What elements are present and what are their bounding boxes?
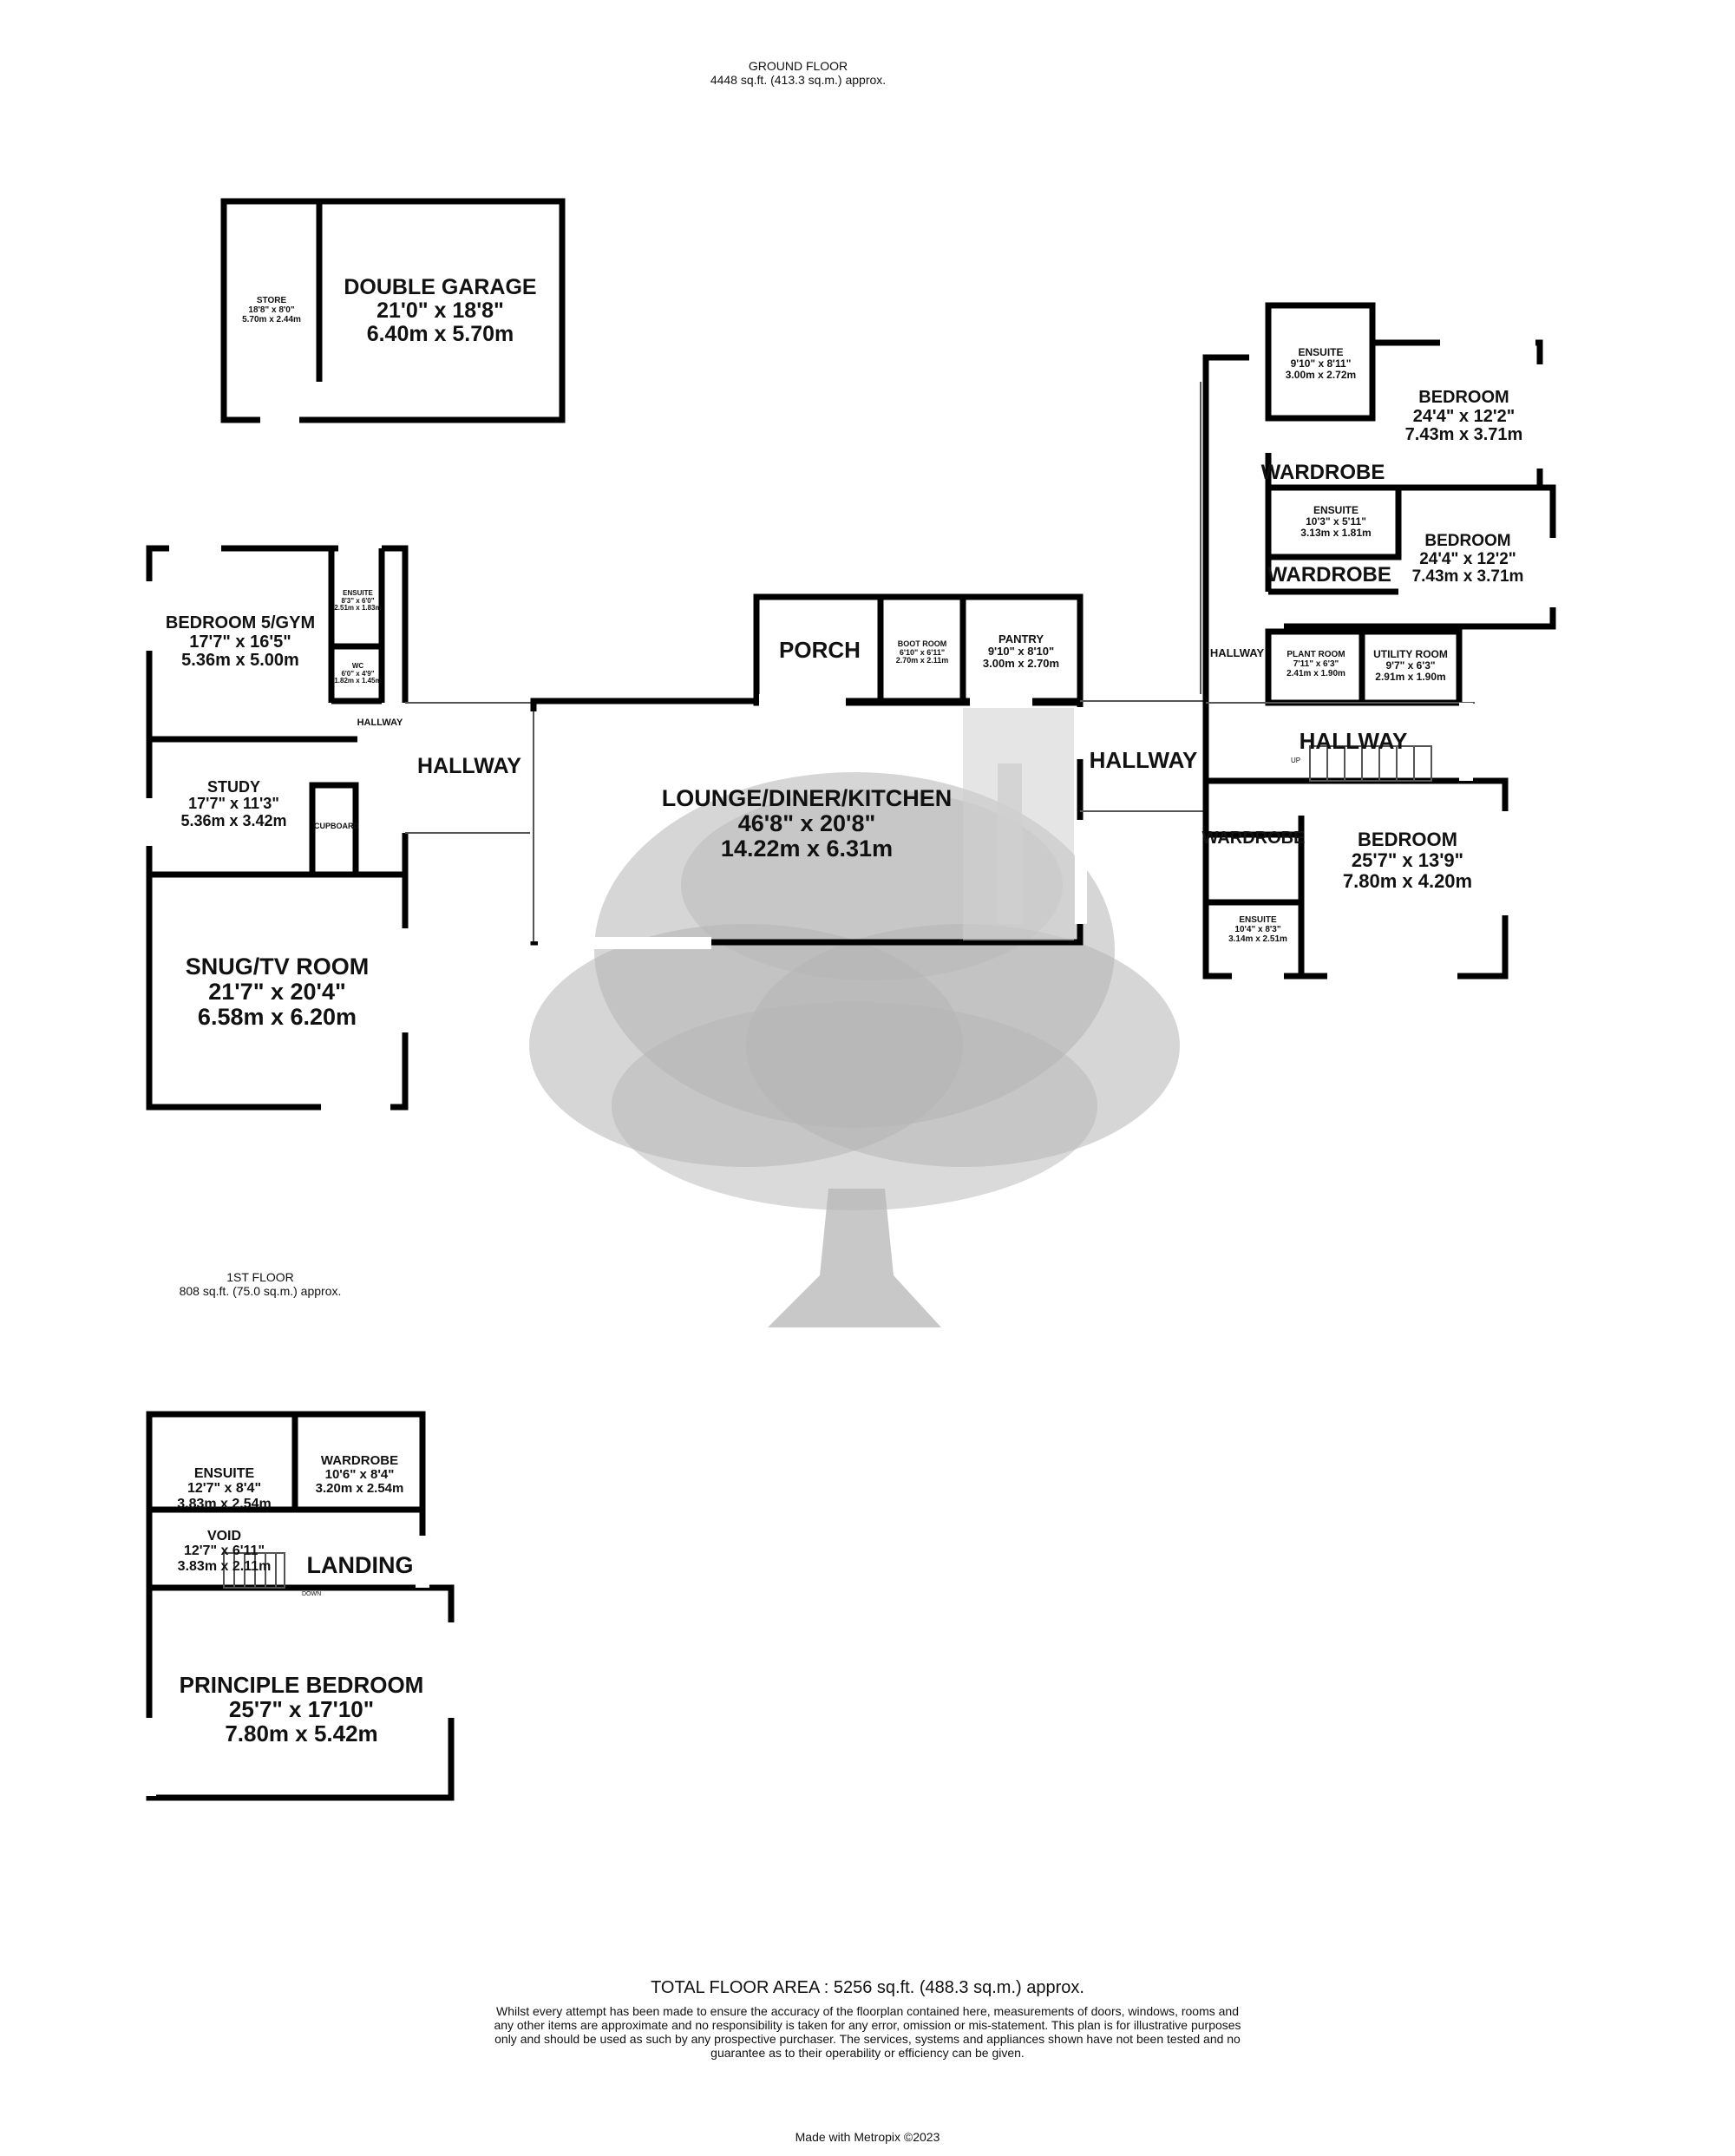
room-wardrobe-2: WARDROBE [1267, 563, 1391, 587]
first-floor-area: 808 sq.ft. (75.0 sq.m.) approx. [179, 1284, 342, 1298]
stairs-up-label: UP [1291, 757, 1301, 764]
room-double-garage: DOUBLE GARAGE 21'0" x 18'8" 6.40m x 5.70… [344, 275, 537, 346]
room-ensuite-first-floor: ENSUITE 12'7" x 8'4" 3.83m x 2.54m [177, 1466, 272, 1511]
room-hallway-east: HALLWAY [1299, 728, 1408, 754]
room-utility-room: UTILITY ROOM 9'7" x 6'3" 2.91m x 1.90m [1373, 648, 1448, 683]
garage-block [220, 198, 566, 423]
room-plant-room: PLANT ROOM 7'11" x 6'3" 2.41m x 1.90m [1287, 650, 1345, 678]
stairs-down-label: DOWN [302, 1591, 322, 1597]
room-hallway-west: HALLWAY [417, 754, 521, 778]
east-wing [1200, 302, 1560, 983]
room-ensuite-e2: ENSUITE 10'3" x 5'11" 3.13m x 1.81m [1300, 504, 1372, 539]
room-ensuite-ne: ENSUITE 9'10" x 8'11" 3.00m x 2.72m [1285, 346, 1357, 381]
room-bedroom-5-gym: BEDROOM 5/GYM 17'7" x 16'5" 5.36m x 5.00… [165, 613, 316, 671]
room-wardrobe-3: WARDROBE [1201, 829, 1306, 848]
room-wardrobe-1: WARDROBE [1260, 461, 1385, 484]
room-cupboard: CUPBOARD [314, 822, 360, 830]
room-porch: PORCH [779, 637, 861, 663]
room-bedroom-e2: BEDROOM 24'4" x 12'2" 7.43m x 3.71m [1411, 532, 1524, 587]
room-bedroom-se: BEDROOM 25'7" x 13'9" 7.80m x 4.20m [1342, 829, 1473, 892]
room-wc: WC 6'0" x 4'9" 1.82m x 1.45m [334, 662, 382, 685]
room-pantry: PANTRY 9'10" x 8'10" 3.00m x 2.70m [982, 632, 1060, 671]
middle-hallway-link [1080, 700, 1206, 812]
first-floor-title: 1ST FLOOR [226, 1270, 294, 1284]
first-floor-header: 1ST FLOOR 808 sq.ft. (75.0 sq.m.) approx… [139, 1270, 382, 1298]
room-store: STORE 18'8" x 8'0" 5.70m x 2.44m [242, 296, 301, 324]
room-hallway-east-vertical: HALLWAY [1209, 646, 1265, 659]
room-bedroom-ne: BEDROOM 24'4" x 12'2" 7.43m x 3.71m [1404, 388, 1523, 445]
room-ensuite-se: ENSUITE 10'4" x 8'3" 3.14m x 2.51m [1228, 915, 1287, 944]
stairs-east [1309, 745, 1432, 782]
room-hallway-small: HALLWAY [357, 718, 403, 728]
room-hallway-middle: HALLWAY [1089, 747, 1198, 773]
total-floor-area: TOTAL FLOOR AREA : 5256 sq.ft. (488.3 sq… [651, 1978, 1084, 1997]
stairs-first-floor [223, 1552, 285, 1589]
room-snug-tv: SNUG/TV ROOM 21'7" x 20'4" 6.58m x 6.20m [185, 953, 370, 1031]
central-block [530, 593, 1087, 949]
room-lounge-diner-kitchen: LOUNGE/DINER/KITCHEN 46'8" x 20'8" 14.22… [661, 785, 953, 862]
west-hallway-link [405, 702, 534, 834]
ground-floor-area: 4448 sq.ft. (413.3 sq.m.) approx. [710, 73, 887, 87]
room-study: STUDY 17'7" x 11'3" 5.36m x 3.42m [180, 778, 287, 829]
west-wing [142, 545, 412, 1111]
tree-watermark-icon [529, 772, 1180, 1327]
disclaimer: Whilst every attempt has been made to en… [494, 2004, 1241, 2060]
room-ensuite-small: ENSUITE 8'3" x 6'0" 2.51m x 1.83m [334, 589, 382, 613]
room-landing: LANDING [306, 1552, 414, 1578]
room-void: VOID 12'7" x 6'11" 3.83m x 2.11m [177, 1529, 272, 1574]
first-floor-plan [142, 1411, 458, 1801]
room-wardrobe-first-floor: WARDROBE 10'6" x 8'4" 3.20m x 2.54m [315, 1453, 404, 1497]
room-boot-room: BOOT ROOM 6'10" x 6'11" 2.70m x 2.11m [895, 639, 949, 665]
credit: Made with Metropix ©2023 [795, 2130, 940, 2144]
ground-floor-title: GROUND FLOOR [748, 59, 848, 73]
room-principle-bedroom: PRINCIPLE BEDROOM 25'7" x 17'10" 7.80m x… [179, 1672, 424, 1747]
ground-floor-header: GROUND FLOOR 4448 sq.ft. (413.3 sq.m.) a… [677, 59, 920, 87]
